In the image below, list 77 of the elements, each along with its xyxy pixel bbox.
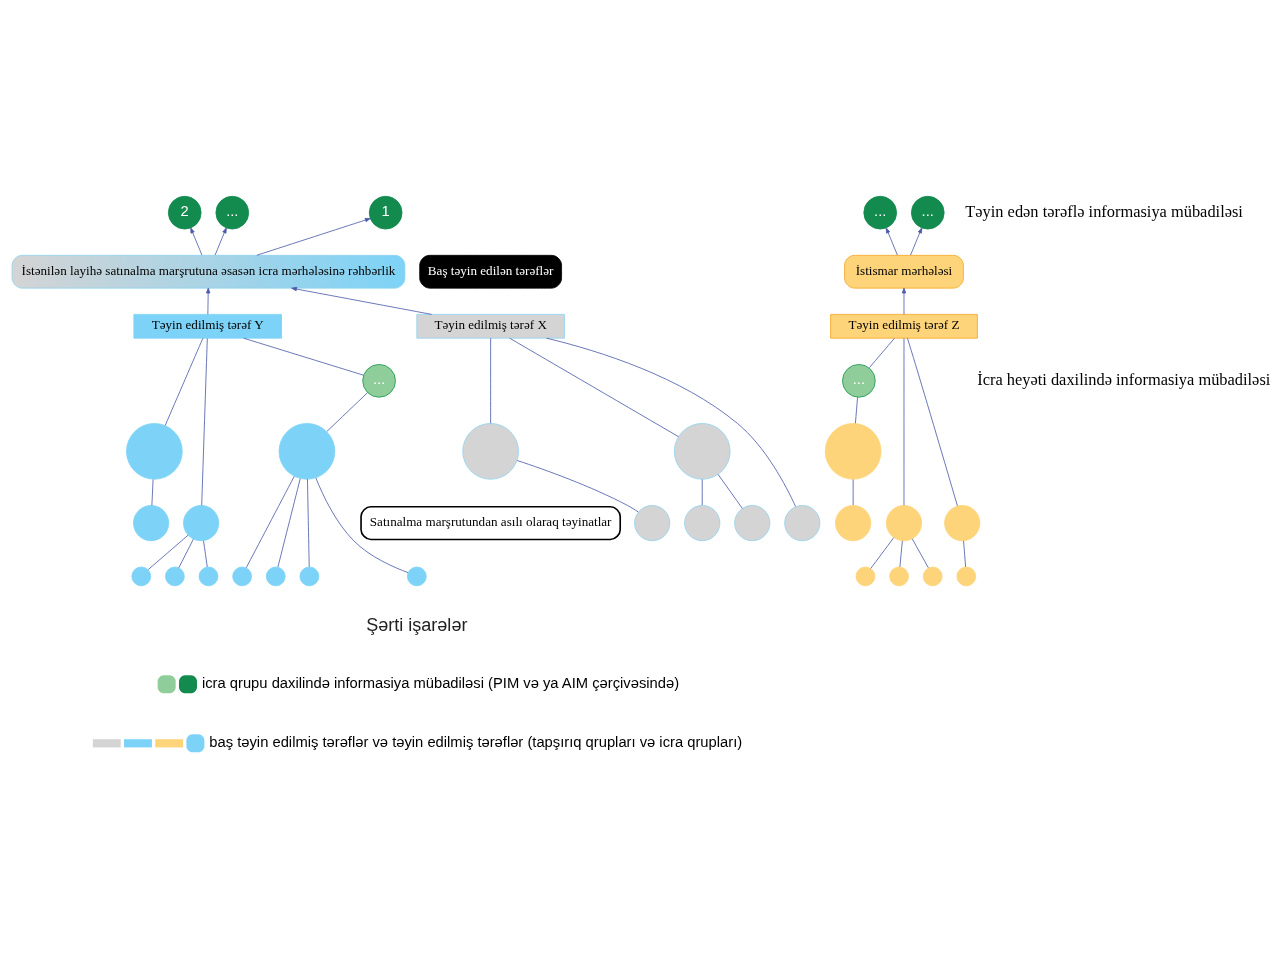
connector	[911, 537, 929, 568]
node-circle	[278, 422, 336, 480]
arrow	[214, 227, 227, 255]
node-circle	[462, 422, 519, 480]
node-circle: ...	[215, 195, 250, 229]
node-circle	[406, 566, 427, 586]
node-circle	[784, 504, 821, 541]
node-circle	[835, 504, 872, 541]
connector	[868, 337, 895, 368]
connector	[315, 477, 409, 573]
connector	[701, 478, 703, 505]
arrow	[190, 227, 203, 255]
node-circle: 2	[167, 195, 202, 229]
node-box: İstismar mərhələsi	[844, 254, 964, 289]
node-box: Təyin edilmiş tərəf Z	[830, 313, 978, 339]
arrow	[910, 227, 923, 255]
node-circle	[133, 504, 170, 541]
node-circle	[198, 566, 219, 586]
connector	[717, 473, 743, 509]
node-box: Baş təyin edilən tərəflər	[419, 254, 562, 289]
node-circle	[855, 566, 876, 586]
node-circle	[956, 566, 977, 586]
label: İcra heyəti daxilində informasiya mübadiləsi	[977, 369, 1271, 389]
label: Şərti işarələr	[366, 614, 468, 635]
arrow	[901, 287, 907, 315]
arrow	[885, 227, 898, 255]
connector	[852, 478, 854, 505]
node-circle: ...	[910, 195, 945, 229]
connector	[307, 478, 310, 567]
connector	[178, 538, 194, 568]
node-circle	[165, 566, 185, 586]
connector	[509, 337, 679, 437]
connector	[203, 539, 208, 567]
connector	[243, 337, 364, 376]
node-circle	[889, 566, 909, 586]
legend-label: icra qrupu daxilində informasiya mübadiləsi (PIM və ya AIM çərçivəsində)	[201, 674, 680, 691]
connector	[147, 534, 189, 570]
connector	[855, 396, 858, 424]
node-circle	[885, 504, 923, 541]
node-box: Təyin edilmiş tərəf Y	[133, 313, 282, 339]
legend-label: baş təyin edilmiş tərəflər və təyin edilmiş tərəflər (tapşırıq qrupları və icra qrupları)	[209, 733, 743, 750]
connector	[963, 539, 967, 567]
node-circle	[126, 422, 183, 480]
connector	[490, 337, 492, 424]
connector	[899, 539, 903, 567]
arrow	[206, 287, 211, 315]
connector	[245, 475, 295, 568]
node-circle	[183, 504, 220, 541]
node-circle: ...	[362, 363, 396, 398]
node-circle	[824, 422, 882, 480]
node-circle	[265, 566, 286, 586]
node-circle: 1	[368, 195, 403, 229]
node-circle	[673, 422, 731, 480]
node-box: Satınalma marşrutundan asılı olaraq təyinatlar	[360, 505, 622, 540]
connector	[151, 478, 154, 506]
arrow	[256, 217, 371, 256]
connector	[326, 391, 368, 432]
node-circle: ...	[863, 195, 897, 229]
connector	[201, 337, 208, 506]
node-circle	[299, 566, 320, 586]
node-circle: ...	[842, 363, 876, 398]
connector	[870, 536, 895, 569]
arrow	[291, 286, 432, 315]
connector	[907, 337, 958, 506]
node-circle	[922, 566, 943, 586]
label: Təyin edən tərəflə informasiya mübadiləsi	[965, 201, 1243, 221]
connector	[277, 477, 301, 567]
connector	[516, 459, 639, 512]
node-circle	[634, 504, 671, 541]
connector	[546, 337, 796, 507]
connector	[164, 337, 204, 426]
node-box: Təyin edilmiş tərəf X	[416, 313, 565, 339]
node-circle	[131, 566, 152, 586]
node-circle	[944, 504, 981, 541]
node-circle	[232, 566, 252, 586]
node-circle	[734, 504, 771, 541]
node-circle	[684, 504, 721, 541]
